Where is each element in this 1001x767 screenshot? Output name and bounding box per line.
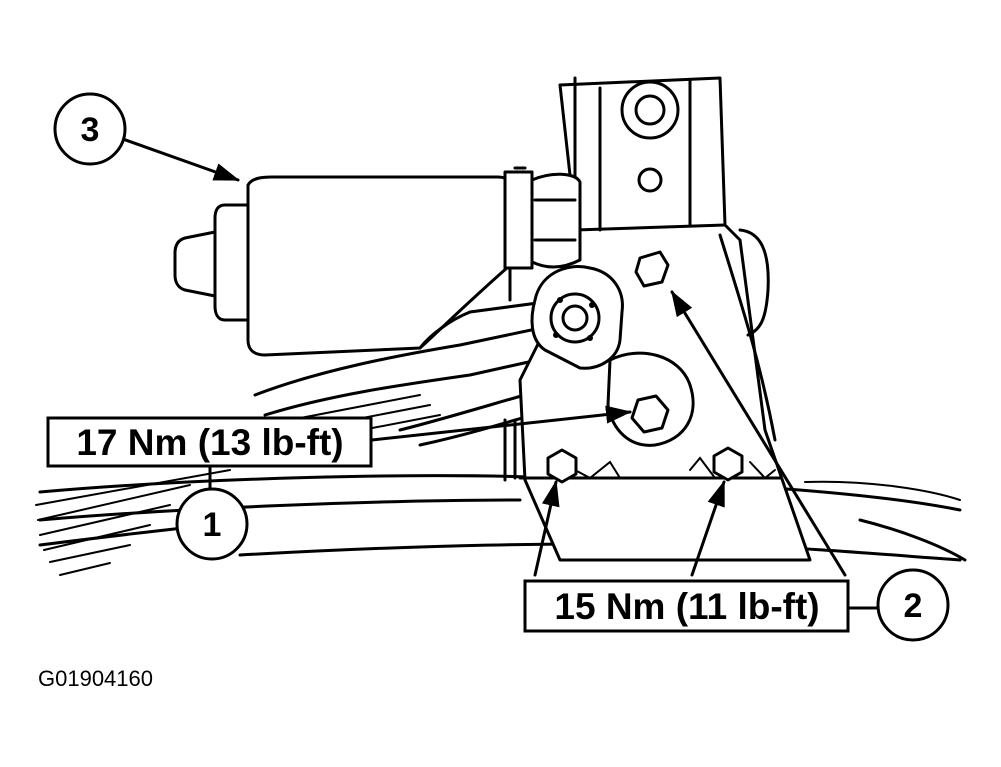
flange-nut-left-icon: [546, 448, 578, 484]
callout-2-arrow-left: [533, 480, 560, 577]
callout-2-number: 2: [904, 587, 923, 625]
wiper-motor: [173, 166, 582, 357]
leader-arrows: [118, 136, 880, 610]
linkage-arm: [253, 323, 592, 447]
figure-id: G01904160: [38, 666, 153, 691]
bracket-nut-icon: [634, 250, 670, 288]
callout-1-number: 1: [203, 506, 222, 544]
callout-3-arrow: [118, 136, 240, 182]
flange-nut-right-icon: [712, 446, 744, 482]
callout-3: 3: [53, 92, 127, 166]
callout-1-arrow: [370, 405, 632, 442]
torque-label-2: 15 Nm (11 lb-ft): [523, 579, 850, 633]
torque-2-text: 15 Nm (11 lb-ft): [554, 586, 819, 627]
fastener-nuts: [546, 250, 744, 484]
pivot-nut-icon: [630, 394, 670, 434]
cowl-panel-lines: [35, 469, 967, 576]
callout-2-arrow-upper: [670, 290, 847, 577]
torque-label-1: 17 Nm (13 lb-ft): [46, 416, 373, 468]
callout-1: 1: [175, 487, 249, 561]
callout-2: 2: [876, 568, 950, 642]
callout-3-number: 3: [81, 111, 100, 149]
torque-1-text: 17 Nm (13 lb-ft): [76, 422, 343, 463]
callout-2-arrow-right: [690, 480, 726, 577]
